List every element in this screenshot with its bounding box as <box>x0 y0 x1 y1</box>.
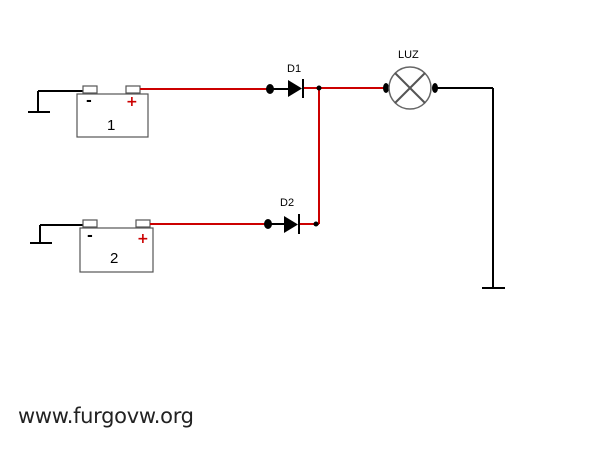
battery2-ground <box>30 224 85 244</box>
battery2-neg-terminal <box>82 219 98 228</box>
d1-label: D1 <box>287 63 301 75</box>
d2-junction-dot <box>313 221 319 227</box>
battery1-pos-terminal <box>125 85 141 94</box>
lamp-right-terminal <box>432 83 438 93</box>
battery1-ground <box>28 90 85 113</box>
battery1-body <box>76 93 149 138</box>
battery1-number: 1 <box>107 117 115 134</box>
d2-label: D2 <box>280 197 294 209</box>
diode-d2: D2 <box>264 197 319 234</box>
diode-d1: D1 <box>266 63 322 98</box>
lamp-luz: LUZ <box>383 49 438 110</box>
battery1-neg-sign: - <box>86 93 92 109</box>
battery1: - + 1 <box>76 85 149 138</box>
d1-junction-dot <box>316 85 322 91</box>
battery2-neg-sign: - <box>87 228 93 244</box>
d2-triangle <box>284 216 298 233</box>
battery2-pos-terminal <box>135 219 151 228</box>
d1-triangle <box>288 80 302 97</box>
battery1-pos-sign: + <box>126 94 138 110</box>
battery1-neg-terminal <box>82 85 98 94</box>
battery2: - + 2 <box>79 219 154 273</box>
positive-wires <box>140 87 386 225</box>
watermark-url: www.furgovw.org <box>18 404 194 428</box>
battery2-number: 2 <box>110 250 118 267</box>
lamp-ground-wire <box>436 87 505 289</box>
battery2-pos-sign: + <box>137 231 149 247</box>
lamp-label: LUZ <box>398 49 419 61</box>
battery2-body <box>79 227 154 273</box>
lamp-left-terminal <box>383 83 389 93</box>
